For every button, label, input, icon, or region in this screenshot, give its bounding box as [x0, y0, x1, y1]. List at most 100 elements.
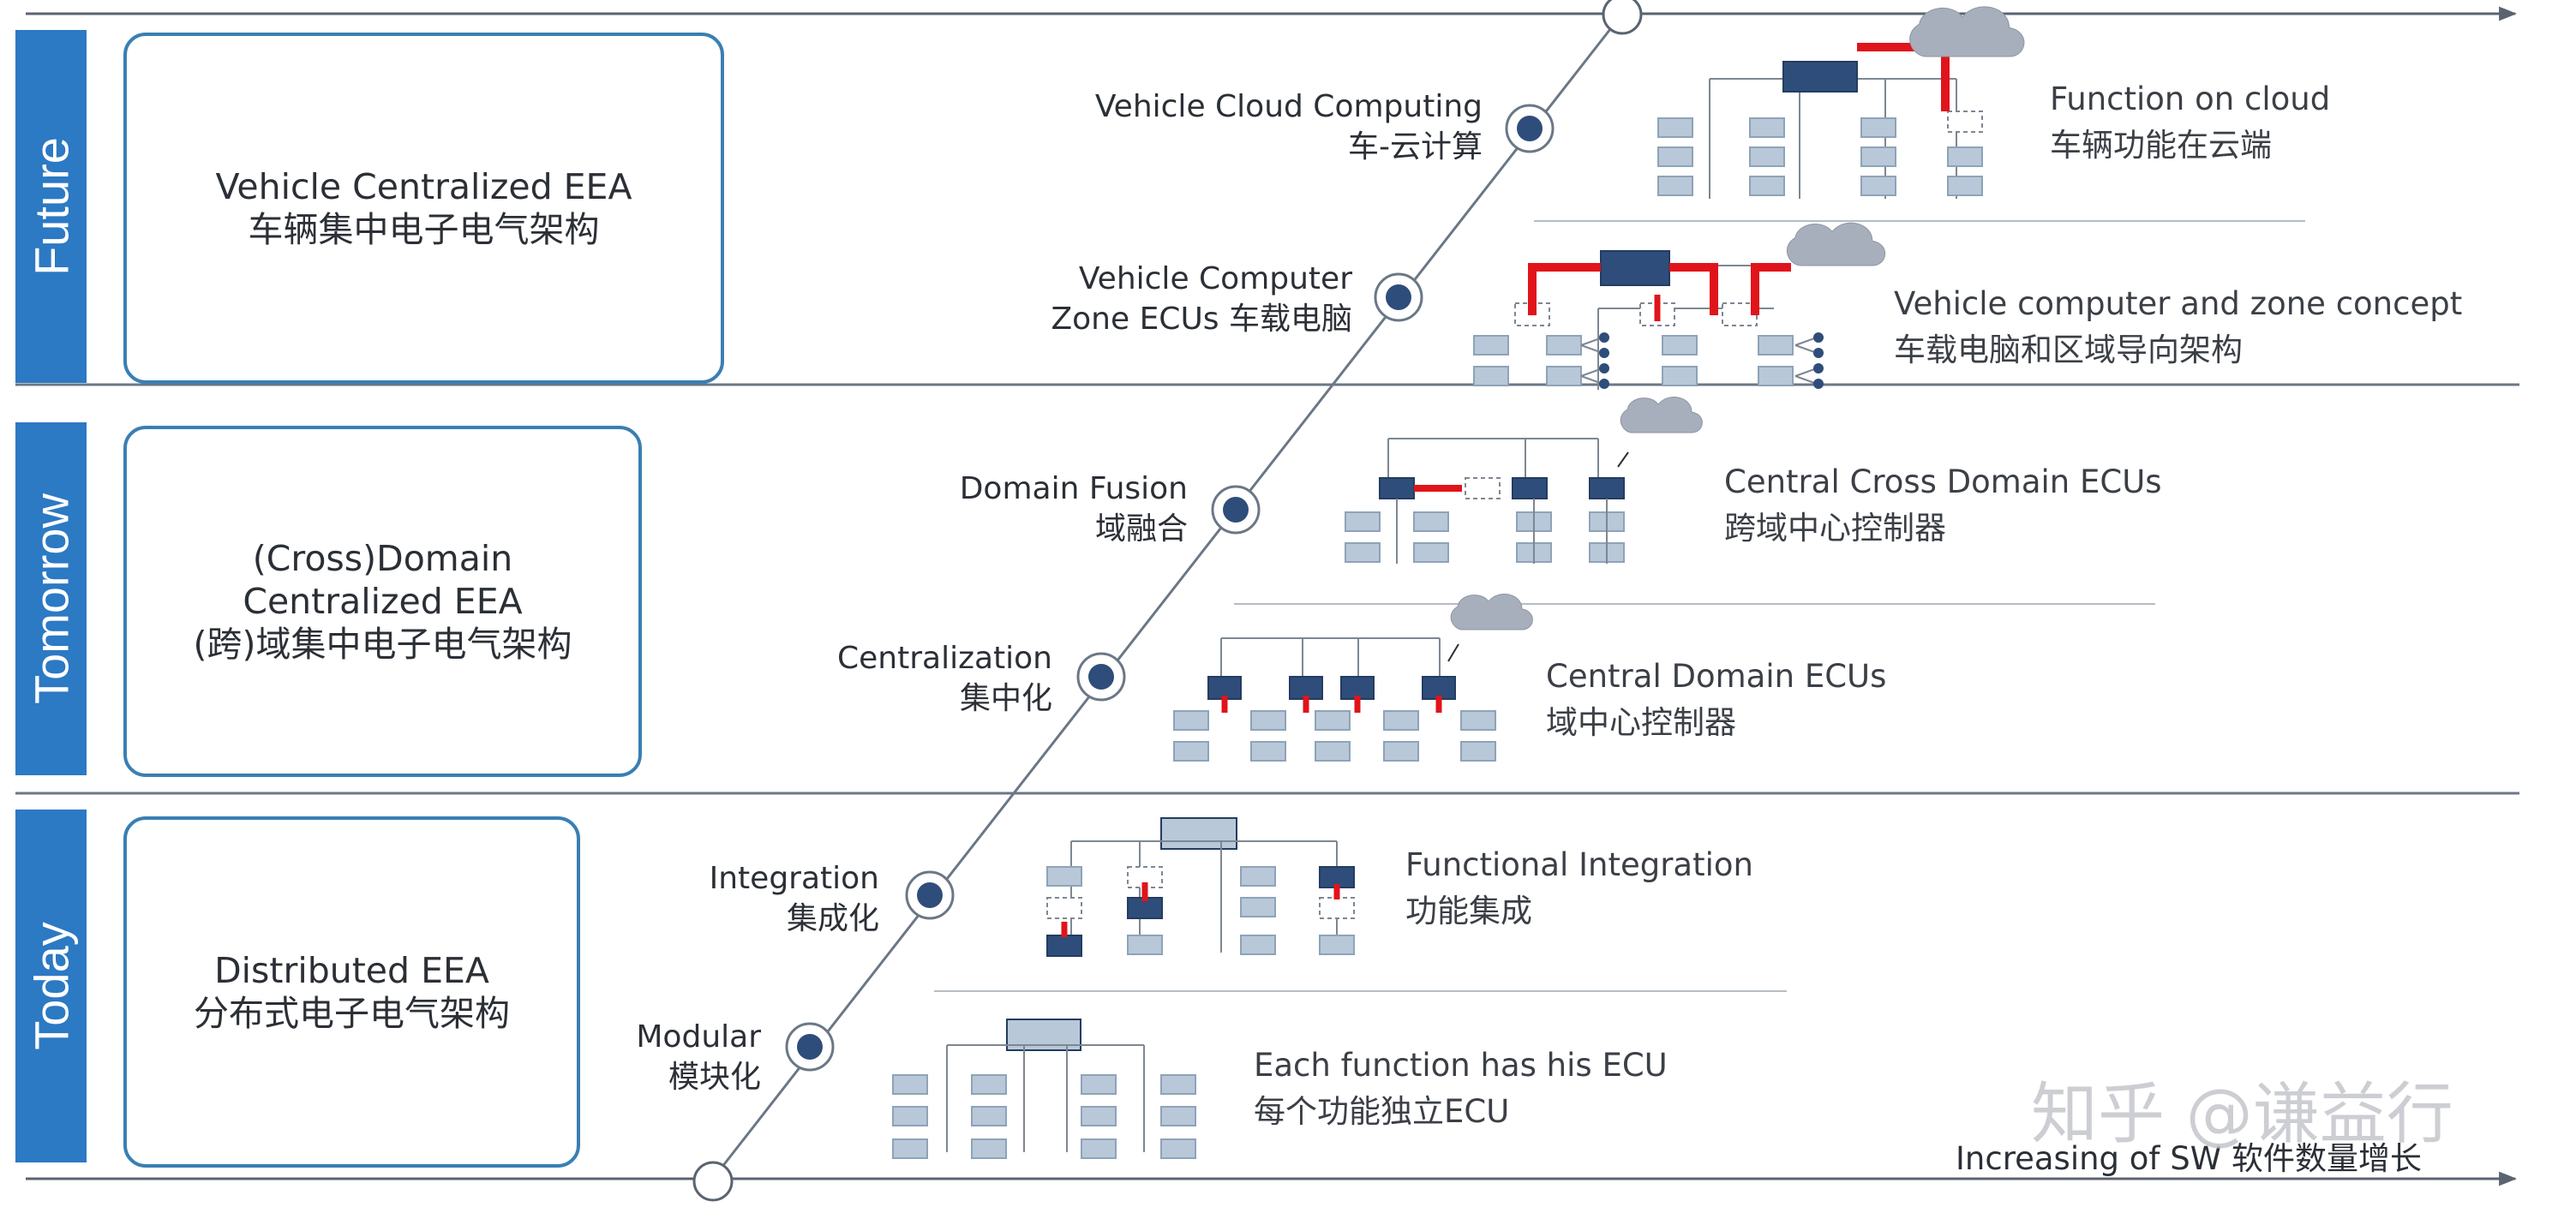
ecu-box: [1860, 176, 1896, 196]
ecu-box: [1662, 366, 1698, 386]
era-title-line: Centralized EEA: [243, 581, 523, 622]
ecu-box: [1173, 710, 1209, 731]
milestone-zh: 车-云计算: [1348, 129, 1483, 164]
milestone-zh: 域融合: [1094, 511, 1188, 547]
ecu-box: [1250, 741, 1286, 762]
architecture-diagram-domain: [1173, 594, 1533, 762]
ecu-box: [1546, 366, 1582, 386]
ecu-box: [1460, 741, 1496, 762]
virtual-function-box: [1947, 111, 1983, 133]
start-node: [692, 1161, 734, 1202]
milestone-en: Centralization: [837, 641, 1052, 676]
sensor-node: [1813, 348, 1824, 358]
architecture-diagram-modular: [892, 1019, 1196, 1159]
virtual-function-box: [1465, 477, 1501, 499]
ecu-box: [1758, 335, 1794, 356]
ecu-box: [971, 1138, 1007, 1159]
milestone-node: [1076, 652, 1126, 702]
milestone-en: Vehicle Cloud Computing: [1094, 89, 1483, 124]
milestone-zh: 模块化: [668, 1060, 761, 1095]
milestone-en: Integration: [709, 861, 879, 896]
ecu-box: [892, 1138, 928, 1159]
connector-line: [1794, 344, 1818, 354]
milestone-zh: 集中化: [959, 681, 1052, 716]
ecu-box: [1413, 542, 1449, 563]
central-controller: [1512, 477, 1548, 499]
architecture-label: Function on cloud 车辆功能在云端: [2050, 76, 2330, 169]
ecu-box: [1758, 366, 1794, 386]
ecu-box: [1173, 741, 1209, 762]
ecu-box: [1315, 741, 1351, 762]
central-controller: [1160, 817, 1237, 850]
ecu-box: [1546, 335, 1582, 356]
ecu-box: [1081, 1074, 1117, 1095]
stage-label: Future: [24, 137, 78, 276]
architecture-diagram-cross-domain: [1345, 397, 1703, 564]
ecu-box: [1473, 366, 1509, 386]
stage-label: Tomorrow: [24, 493, 78, 704]
architecture-zh: 车辆功能在云端: [2050, 127, 2272, 164]
data-flow-arrow: [1528, 263, 1601, 315]
connector-line: [1580, 375, 1603, 385]
ecu-box: [1860, 117, 1896, 138]
data-flow-arrow: [1669, 263, 1718, 315]
milestone-en: Domain Fusion: [959, 471, 1188, 506]
stage-tab-today: Today: [15, 810, 87, 1162]
ecu-box: [1240, 897, 1276, 917]
ecu-box: [1749, 176, 1785, 196]
milestone-label: Centralization 集中化: [837, 638, 1052, 719]
ecu-box: [1657, 146, 1693, 167]
central-controller: [1340, 676, 1375, 700]
virtual-function-box: [1319, 897, 1355, 919]
architecture-zh: 功能集成: [1405, 893, 1532, 929]
ecu-box: [1345, 511, 1381, 532]
data-flow-arrow: [1751, 263, 1791, 315]
architecture-label: Functional Integration 功能集成: [1405, 842, 1753, 935]
cloud-icon: [1909, 6, 2025, 57]
era-title-en: Distributed EEA: [214, 950, 489, 991]
era-title-line: (跨)域集中电子电气架构: [193, 624, 572, 665]
connector-line: [1794, 375, 1818, 385]
ecu-box: [1947, 176, 1983, 196]
central-controller: [1207, 676, 1242, 700]
cloud-icon: [1786, 222, 1886, 266]
architecture-diagram-zone: [1473, 222, 1886, 390]
ecu-box: [971, 1074, 1007, 1095]
milestone-node: [905, 870, 955, 920]
sensor-node: [1813, 363, 1824, 373]
ecu-box: [1662, 335, 1698, 356]
central-controller: [1046, 935, 1082, 957]
era-title-zh: 分布式电子电气架构: [194, 993, 510, 1034]
sensor-node: [1599, 348, 1609, 358]
milestone-label: Integration 集成化: [710, 858, 879, 939]
ecu-box: [1657, 176, 1693, 196]
sensor-node: [1599, 379, 1609, 389]
milestone-en: Modular: [636, 1019, 761, 1055]
ecu-box: [1345, 542, 1381, 563]
era-box-future: Vehicle Centralized EEA 车辆集中电子电气架构: [123, 33, 724, 384]
milestone-node: [1505, 104, 1555, 153]
architecture-label: Vehicle computer and zone concept 车载电脑和区…: [1894, 281, 2462, 373]
ecu-box: [1749, 117, 1785, 138]
end-node: [1602, 0, 1643, 35]
architecture-label: Each function has his ECU 每个功能独立ECU: [1254, 1043, 1668, 1135]
stage-tab-future: Future: [15, 30, 87, 383]
connector-line: [1580, 344, 1603, 354]
ecu-box: [1160, 1074, 1196, 1095]
ecu-box: [1250, 710, 1286, 731]
central-controller: [1127, 897, 1163, 919]
watermark: 知乎 @谦益行: [2031, 1076, 2453, 1153]
sensor-node: [1599, 332, 1609, 343]
milestone-zh: 集成化: [786, 901, 879, 936]
central-controller: [1600, 250, 1670, 286]
ecu-box: [1160, 1138, 1196, 1159]
central-controller: [1379, 477, 1415, 499]
ecu-box: [1947, 146, 1983, 167]
milestone-en: Vehicle Computer: [1078, 261, 1352, 296]
ecu-box: [1240, 935, 1276, 955]
ecu-box: [1383, 710, 1419, 731]
ecu-box: [1160, 1106, 1196, 1126]
milestone-label: Vehicle Computer Zone ECUs 车载电脑: [1051, 259, 1352, 339]
architecture-zh: 车载电脑和区域导向架构: [1894, 332, 2243, 368]
